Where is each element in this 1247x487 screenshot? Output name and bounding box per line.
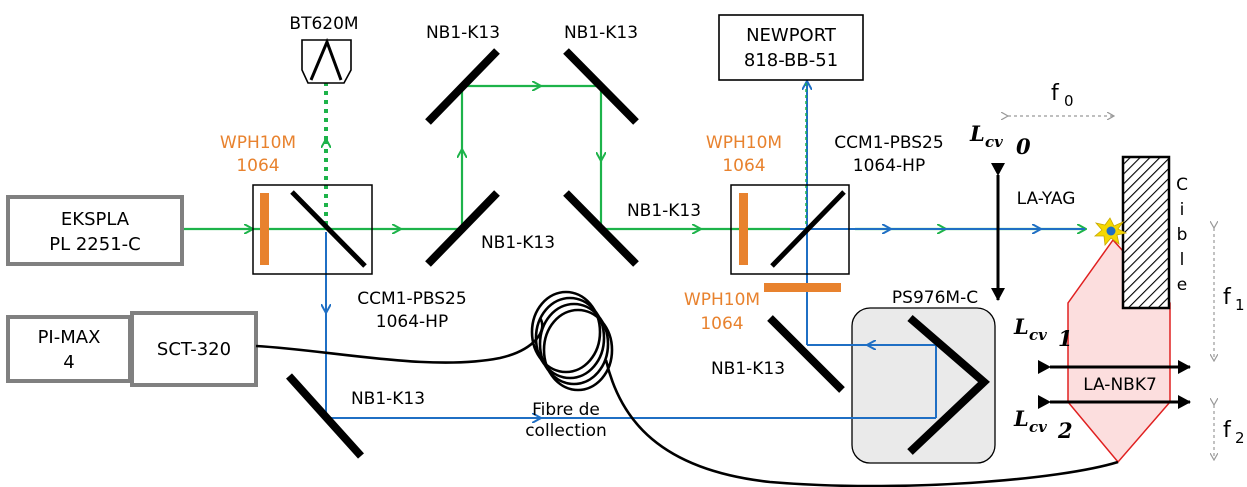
camera-icon (301, 37, 352, 84)
mirror-5 (286, 373, 364, 459)
beamsplitter-2-label-2: 1064-HP (853, 156, 925, 176)
lens-1-symbol: L cv 1 (1013, 314, 1073, 351)
waveplate-1 (260, 193, 269, 265)
waveplate-3 (764, 283, 841, 292)
waveplate-2-label-1: WPH10M (706, 133, 782, 153)
focal-1-label: f 1 (1223, 285, 1245, 314)
lens-0-name: LA-YAG (1017, 189, 1076, 209)
beamsplitter-1-plate (290, 190, 367, 268)
svg-text:0: 0 (1064, 92, 1074, 110)
mirror-6-label: NB1-K13 (711, 359, 785, 379)
spectrometer-box (130, 311, 258, 387)
target-label-i: i (1180, 200, 1185, 220)
waveplate-2-label-2: 1064 (722, 156, 765, 176)
plasma-spark-icon (1093, 217, 1128, 246)
svg-text:2: 2 (1235, 429, 1245, 447)
spectrometer-label: SCT-320 (157, 339, 231, 360)
mirror-4 (563, 190, 639, 267)
beamsplitter-1 (252, 184, 373, 275)
fiber-label-2: collection (525, 421, 607, 441)
power-meter-label-2: 818-BB-51 (744, 50, 838, 71)
waveplate-1-label-2: 1064 (236, 156, 279, 176)
waveplate-3-label-2: 1064 (700, 314, 743, 334)
waveplate-2 (739, 193, 748, 265)
blue-beam (326, 82, 1085, 418)
lens-12-name: LA-NBK7 (1083, 375, 1157, 395)
detector-label-2: 4 (63, 352, 74, 373)
retroreflector-label: PS976M-C (892, 288, 978, 308)
svg-text:L: L (1013, 314, 1029, 339)
svg-text:f: f (1223, 418, 1232, 443)
beamsplitter-2-plate (770, 190, 846, 268)
target-label-c: C (1176, 175, 1188, 195)
power-meter-box (718, 14, 864, 81)
camera-label: BT620M (289, 14, 358, 34)
detector-label-1: PI-MAX (38, 327, 101, 348)
svg-text:cv: cv (1029, 326, 1047, 344)
focal-2-label: f 2 (1223, 418, 1245, 447)
mirror-1 (425, 48, 500, 125)
mirror-2 (563, 48, 639, 125)
beamsplitter-2-label-1: CCM1-PBS25 (834, 133, 943, 153)
detector-box (6, 315, 132, 383)
power-meter-label-1: NEWPORT (746, 25, 837, 46)
mirror-3-label: NB1-K13 (481, 233, 555, 253)
mirror-6 (767, 315, 845, 393)
lens-2-symbol: L cv 2 (1013, 406, 1073, 443)
retroreflector-housing (851, 307, 996, 464)
laser-label-1: EKSPLA (61, 209, 130, 230)
laser-box (6, 195, 184, 266)
waveplate-3-label-1: WPH10M (684, 290, 760, 310)
svg-text:cv: cv (985, 133, 1003, 151)
mirror-1-label: NB1-K13 (426, 23, 500, 43)
svg-text:cv: cv (1029, 418, 1047, 436)
beamsplitter-1-label-2: 1064-HP (376, 312, 448, 332)
target-sample (1121, 155, 1171, 310)
target-label-b: b (1177, 225, 1188, 245)
collection-cone-lower (1066, 401, 1172, 464)
mirror-3 (425, 190, 500, 267)
svg-text:1: 1 (1235, 296, 1245, 314)
collection-fiber (255, 290, 1119, 487)
mirror-2-label: NB1-K13 (564, 23, 638, 43)
svg-text:f: f (1051, 81, 1060, 106)
mirror-4-label: NB1-K13 (627, 201, 701, 221)
svg-text:L: L (969, 121, 985, 146)
target-label-e: e (1177, 275, 1187, 295)
lens-0-symbol: L cv 0 (969, 121, 1031, 159)
svg-text:f: f (1223, 285, 1232, 310)
waveplate-1-label-1: WPH10M (220, 133, 296, 153)
retroreflector-mirror (907, 314, 990, 455)
beamsplitter-1-label-1: CCM1-PBS25 (357, 289, 466, 309)
beamsplitter-2 (730, 184, 850, 275)
laser-label-2: PL 2251-C (49, 234, 140, 255)
target-label-l: l (1180, 250, 1185, 270)
svg-text:2: 2 (1057, 418, 1073, 443)
focal-0-label: f 0 (1051, 81, 1074, 110)
mirror-5-label: NB1-K13 (351, 389, 425, 409)
svg-text:0: 0 (1016, 134, 1031, 159)
svg-text:1: 1 (1058, 326, 1073, 351)
svg-text:L: L (1013, 406, 1029, 431)
fiber-label-1: Fibre de (532, 400, 600, 420)
